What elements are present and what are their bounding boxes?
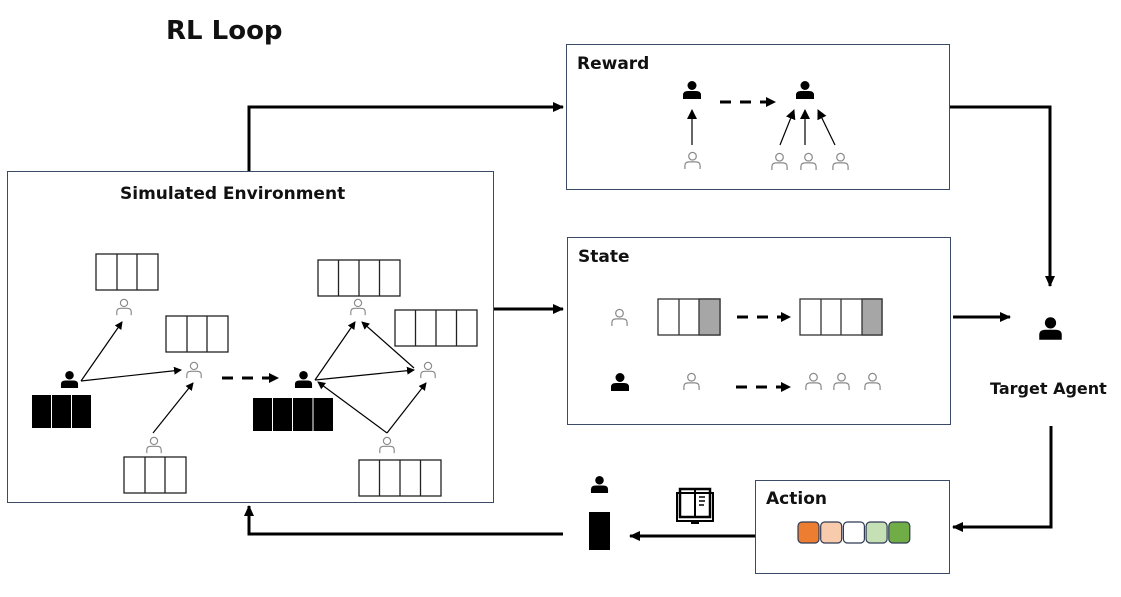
state-follower-icon: [805, 372, 822, 391]
reward-diagram: [683, 81, 849, 171]
action-box: Action: [755, 480, 950, 574]
target-agent-label: Target Agent: [990, 379, 1107, 398]
reward-to-agent-connector: [950, 105, 1055, 287]
history-bar: [165, 315, 229, 353]
state-user-icon: [611, 308, 628, 327]
state-diagram: [611, 298, 883, 392]
history-bar: [317, 259, 401, 297]
env-user-icon: [350, 298, 366, 316]
action-option-swatch: [842, 521, 866, 544]
reward-box: Reward: [566, 44, 950, 190]
reward-label: Reward: [577, 54, 650, 74]
reward-target-user-icon: [683, 81, 701, 99]
env-user-icon: [146, 436, 162, 454]
reward-follower-icon: [771, 152, 788, 171]
action-option-swatch: [820, 521, 843, 544]
page-title: RL Loop: [166, 16, 283, 46]
action-option-swatch: [865, 521, 888, 544]
state-label: State: [578, 247, 630, 267]
history-bar: [123, 456, 187, 494]
env-target-user-icon: [294, 370, 313, 389]
target-agent-icon: [1039, 317, 1062, 340]
device-icon: [589, 512, 610, 550]
state-follower-icon: [833, 372, 850, 391]
state-history-before: [657, 298, 721, 336]
open-book-icon: [676, 487, 714, 524]
reward-follower-icon: [684, 151, 701, 170]
state-target-user-icon: [611, 373, 629, 391]
action-option-swatch: [888, 521, 911, 544]
state-history-after: [799, 298, 883, 336]
target-history-bar: [32, 395, 91, 428]
reward-follower-icon: [800, 152, 817, 171]
action-scale: [797, 521, 911, 544]
platform-user-icon: [590, 475, 609, 494]
history-bar: [394, 309, 478, 347]
action-option-swatch: [797, 521, 820, 544]
env-user-icon: [116, 298, 132, 316]
state-follower-icon: [683, 372, 700, 391]
reward-target-user-icon-next: [796, 81, 814, 99]
reward-follower-icon: [832, 152, 849, 171]
platform-to-env-connector: [244, 505, 563, 536]
state-box: State: [567, 237, 951, 425]
history-bar: [95, 253, 159, 291]
env-user-icon: [379, 436, 395, 454]
simulated-environment-label: Simulated Environment: [120, 184, 346, 204]
environment-network: [32, 253, 478, 497]
state-follower-icon: [864, 372, 881, 391]
env-to-reward-connector: [247, 102, 564, 171]
history-bar: [358, 459, 442, 497]
target-history-bar: [253, 398, 333, 431]
env-target-user-icon: [60, 370, 79, 389]
env-user-icon: [420, 361, 436, 379]
env-user-icon: [186, 361, 202, 379]
agent-to-action-connector: [952, 426, 1053, 532]
action-label: Action: [766, 489, 827, 509]
